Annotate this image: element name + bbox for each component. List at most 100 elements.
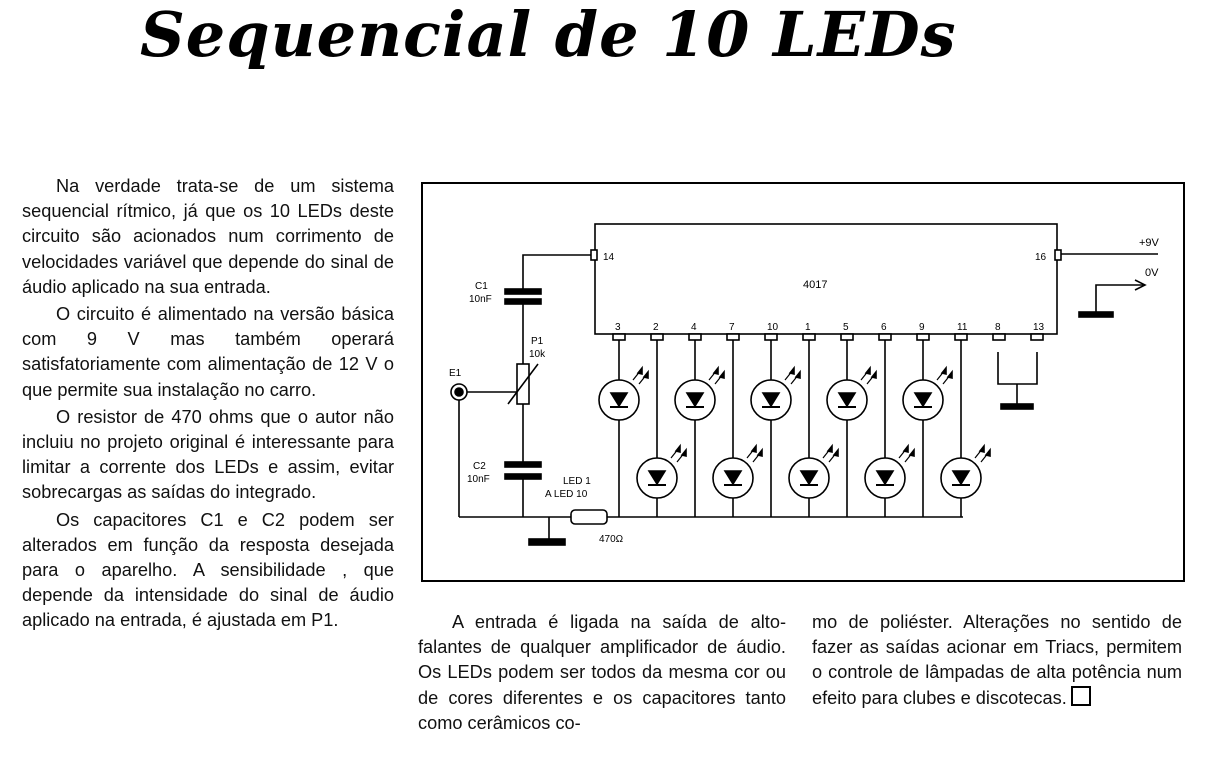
ground-symbol [528, 538, 566, 546]
pin-label: 13 [1033, 322, 1045, 333]
led [636, 443, 687, 499]
resistor-470 [570, 509, 608, 525]
ic-label: 4017 [803, 279, 827, 291]
middle-text-column: A entrada é ligada na saída de alto-fala… [418, 610, 786, 736]
led-triangle [799, 470, 819, 486]
led-arrow-head [750, 443, 757, 454]
pin-label: 1 [805, 322, 811, 333]
pin-label: 9 [919, 322, 925, 333]
led-array [598, 340, 991, 517]
left-text-column: Na verdade trata-se de um sistema sequen… [22, 174, 394, 636]
led-arrow-head [636, 365, 643, 376]
led [902, 365, 953, 421]
p1-label: P1 [531, 336, 544, 347]
led-triangle [685, 392, 705, 408]
c1-value: 10nF [469, 294, 492, 305]
led [712, 443, 763, 499]
paragraph: mo de poliéster. Alterações no sentido d… [812, 610, 1182, 711]
arrow [1134, 279, 1147, 291]
supply-label: 0V [1145, 267, 1159, 279]
input-label: E1 [449, 368, 462, 379]
ic-pin [878, 333, 892, 341]
end-of-article-mark [1070, 685, 1091, 706]
c2-value: 10nF [467, 474, 490, 485]
schematic-drawing: 4017 14 16 +9V 0V C1 10nF P1 10k E1 C2 1… [449, 223, 1160, 546]
supply-label: +9V [1139, 237, 1160, 249]
ic-pin [650, 333, 664, 341]
ic-pin [802, 333, 816, 341]
ground-symbol [1000, 403, 1034, 410]
pin-label: 3 [615, 322, 621, 333]
paragraph: Os capacitores C1 e C2 podem ser alterad… [22, 509, 394, 631]
led-arrow-head [864, 365, 871, 376]
led-arrow-head [826, 443, 833, 454]
capacitor-c1-plate [504, 288, 542, 295]
p1-value: 10k [529, 349, 546, 360]
ground-symbol [1078, 311, 1114, 318]
led-arrow-head [870, 369, 877, 380]
paragraph: A entrada é ligada na saída de alto-fala… [418, 612, 786, 733]
led [940, 443, 991, 499]
c1-label: C1 [475, 281, 488, 292]
pin-label: 4 [691, 322, 697, 333]
led-triangle [913, 392, 933, 408]
pin-label: 11 [957, 322, 968, 333]
led-arrow-head [978, 443, 985, 454]
ic-pin [1054, 249, 1062, 261]
ic-pin [612, 333, 626, 341]
led-triangle [647, 470, 667, 486]
led-arrow-head [794, 369, 801, 380]
input-jack-center [454, 387, 464, 397]
led-arrow-head [832, 447, 839, 458]
pin-label: 14 [603, 252, 615, 263]
led-arrow-head [984, 447, 991, 458]
led-arrow-head [756, 447, 763, 458]
circuit-schematic: 4017 14 16 +9V 0V C1 10nF P1 10k E1 C2 1… [421, 182, 1185, 582]
led-arrow-head [788, 365, 795, 376]
pin-label: 10 [767, 322, 779, 333]
led-triangle [837, 392, 857, 408]
paragraph: O resistor de 470 ohms que o autor não i… [22, 406, 394, 503]
ic-pin [992, 333, 1006, 341]
article-title: Sequencial de 10 LEDs [140, 0, 957, 71]
ic-pin [916, 333, 930, 341]
ic-pin [688, 333, 702, 341]
led [598, 365, 649, 421]
capacitor-c1-plate [504, 298, 542, 305]
ic-pin [764, 333, 778, 341]
led-triangle [723, 470, 743, 486]
led-arrow-head [642, 369, 649, 380]
led-triangle [951, 470, 971, 486]
led-arrow-head [712, 365, 719, 376]
pot-arrow [507, 363, 539, 405]
right-text-column: mo de poliéster. Alterações no sentido d… [812, 610, 1182, 711]
led-triangle [609, 392, 629, 408]
c2-label: C2 [473, 461, 486, 472]
ic-pin [726, 333, 740, 341]
led-arrow-head [902, 443, 909, 454]
capacitor-c2-plate [504, 473, 542, 480]
pin-label: 8 [995, 322, 1001, 333]
paragraph-text: mo de poliéster. Alterações no sentido d… [812, 612, 1182, 708]
led [788, 443, 839, 499]
pin-label: 5 [843, 322, 849, 333]
led-triangle [761, 392, 781, 408]
wire [997, 352, 1038, 385]
pin-label: 16 [1035, 252, 1047, 263]
ic-4017 [594, 223, 1058, 335]
led-arrow-head [674, 443, 681, 454]
capacitor-c2-plate [504, 461, 542, 468]
led-arrow-head [940, 365, 947, 376]
paragraph: Na verdade trata-se de um sistema sequen… [22, 176, 394, 297]
led [750, 365, 801, 421]
wire [1095, 284, 1145, 315]
led-arrow-head [718, 369, 725, 380]
ic-pin [1030, 333, 1044, 341]
led [864, 443, 915, 499]
pin-label: 7 [729, 322, 735, 333]
paragraph: O circuito é alimentado na versão básica… [22, 304, 394, 400]
led-label: A LED 10 [545, 489, 588, 500]
pin-label: 2 [653, 322, 659, 333]
pin-label: 6 [881, 322, 887, 333]
ic-pin [840, 333, 854, 341]
